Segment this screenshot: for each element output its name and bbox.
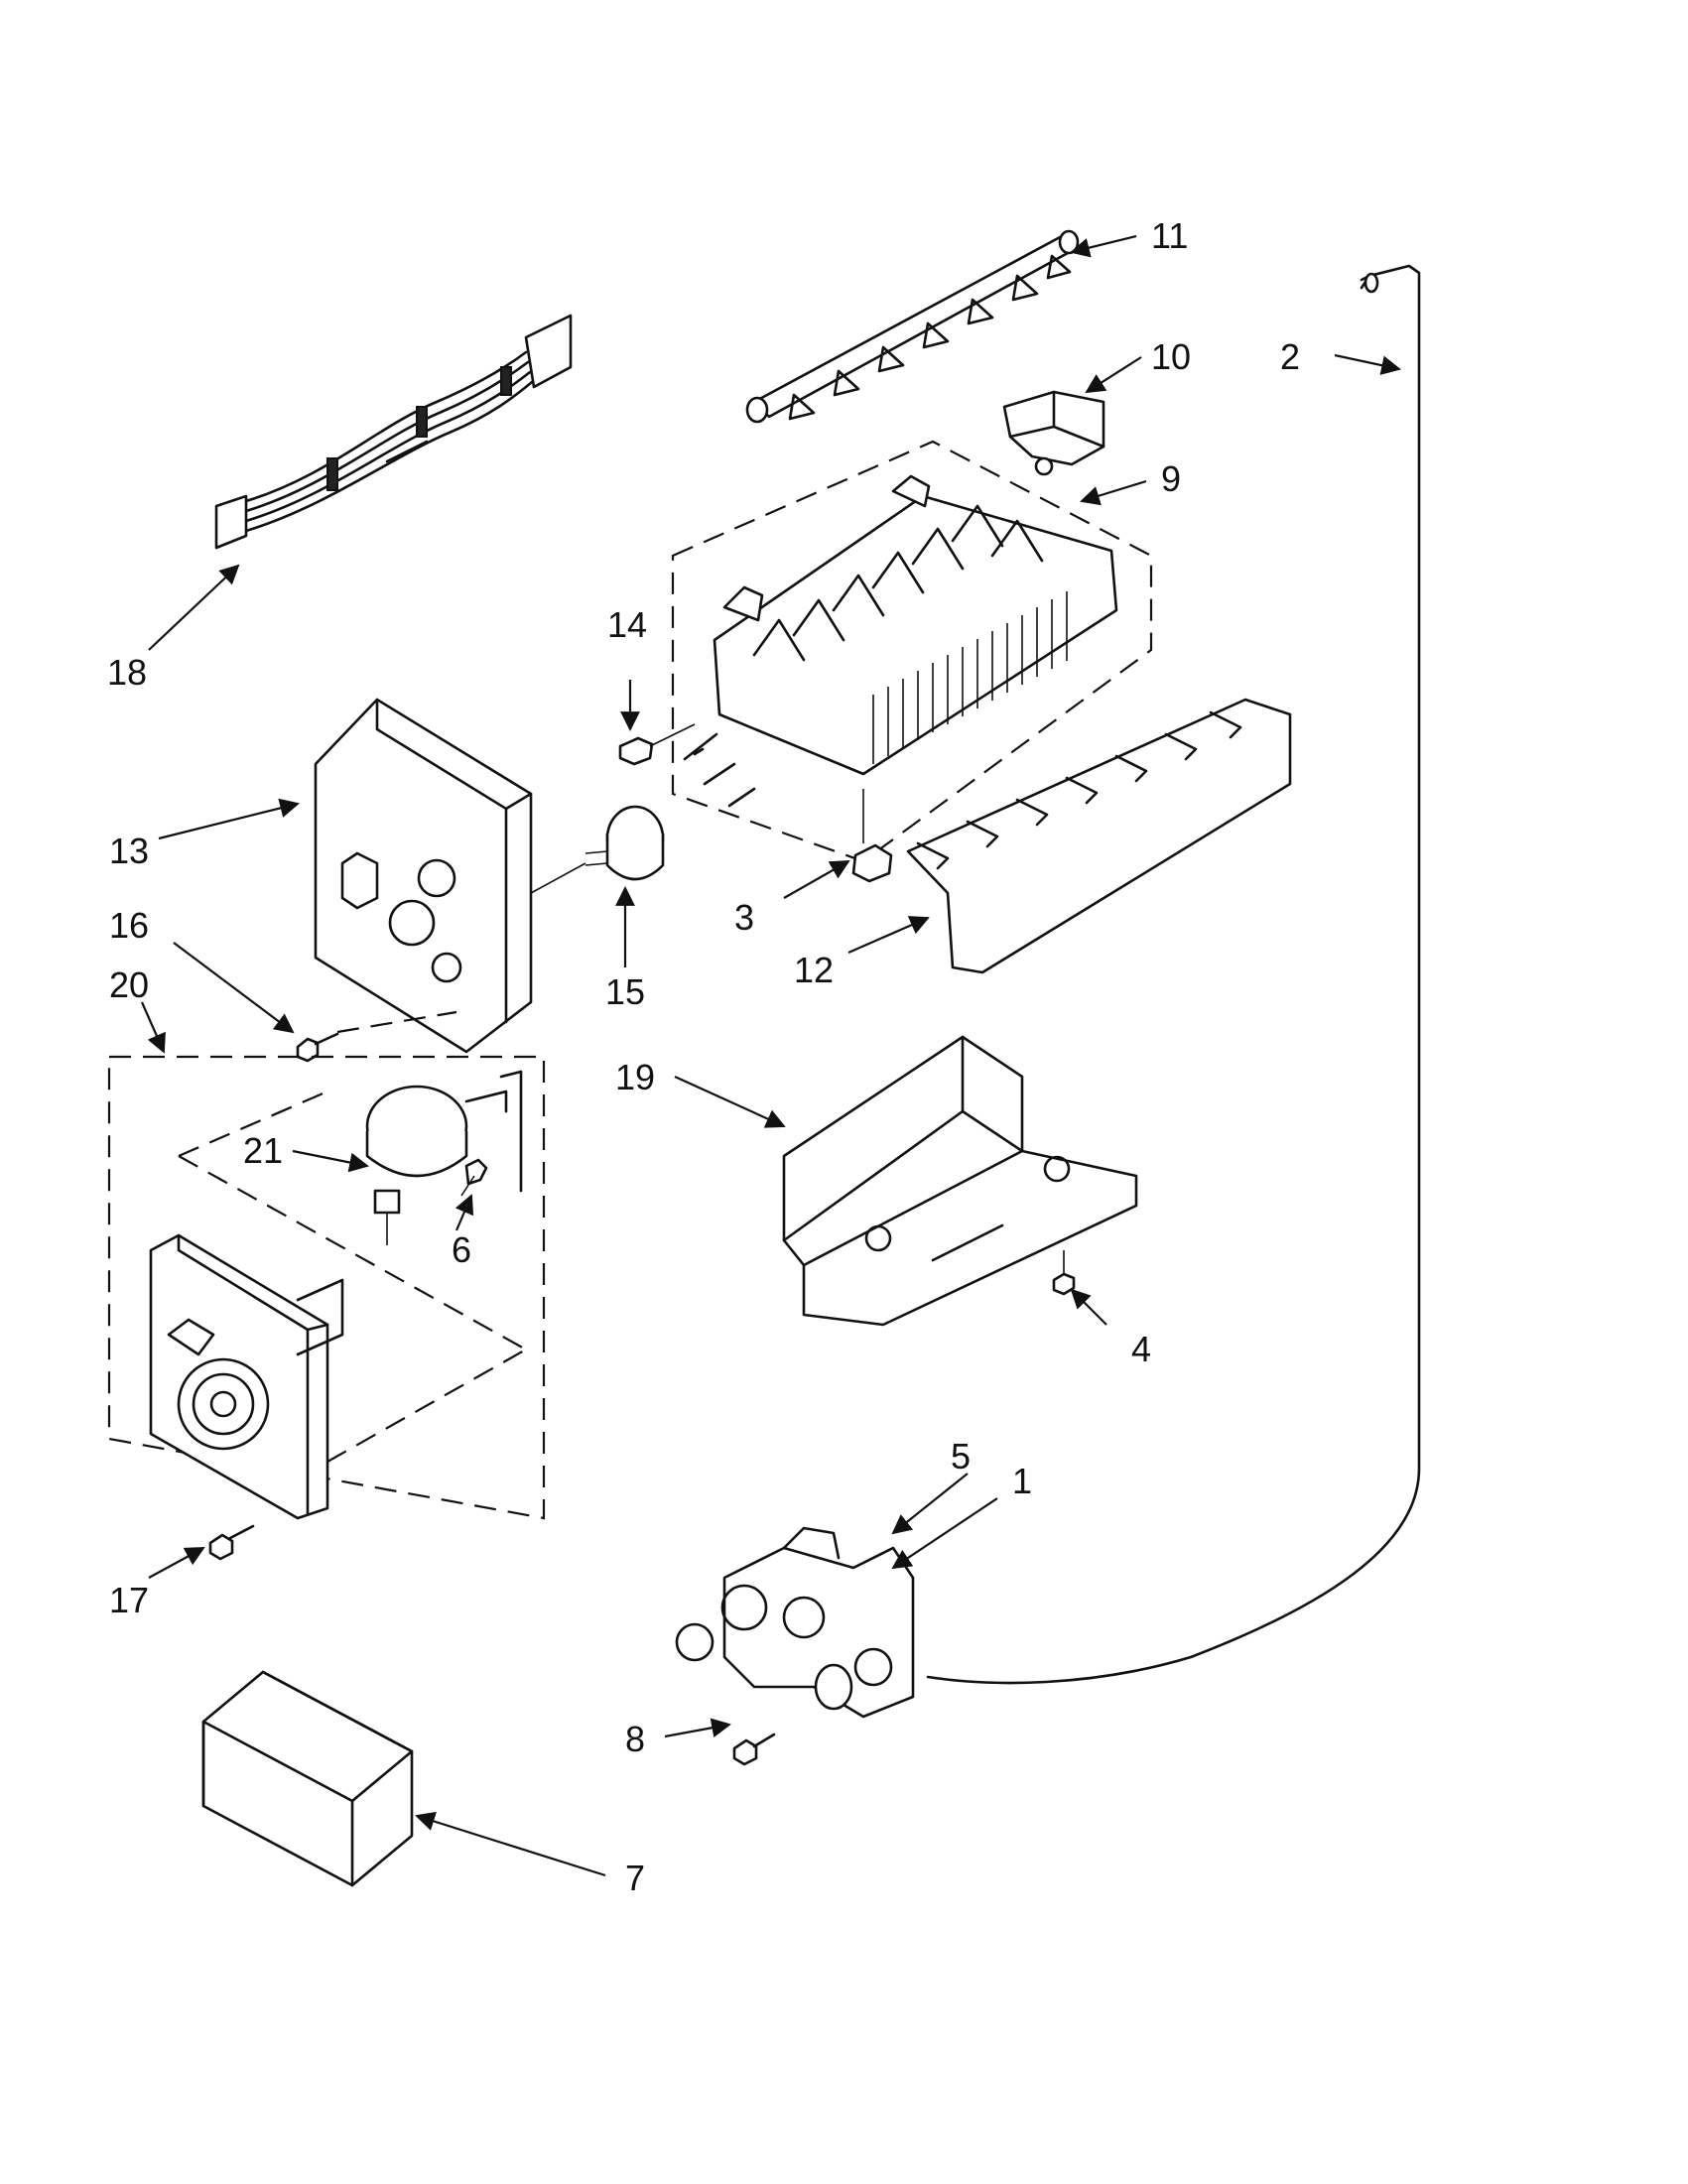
callout-13: 13 [109, 831, 149, 871]
callout-9: 9 [1161, 458, 1181, 499]
part-3-clip [851, 789, 893, 883]
callout-21: 21 [243, 1130, 283, 1171]
part-4-screw [1052, 1250, 1076, 1296]
part-7-cover [201, 1670, 414, 1887]
part-2-fill-tube [926, 264, 1421, 1685]
part-1-water-valve [675, 1526, 915, 1719]
part-18-wire-harness [214, 314, 573, 550]
callout-3: 3 [734, 897, 754, 938]
callout-12: 12 [794, 950, 834, 990]
part-8-screw [732, 1733, 776, 1766]
callout-8: 8 [625, 1719, 645, 1759]
part-20-motor-group [107, 1055, 546, 1520]
part-6-screw [460, 1158, 488, 1197]
part-19-bin [782, 1035, 1138, 1327]
callout-2: 2 [1280, 336, 1300, 377]
callout-labels: 11 2 10 9 14 13 18 15 3 12 16 20 19 21 6… [107, 215, 1300, 1898]
callout-18: 18 [107, 652, 147, 693]
part-15-thermostat [584, 805, 665, 881]
callout-15: 15 [605, 971, 645, 1012]
leader-lines [140, 234, 1401, 1877]
callout-6: 6 [452, 1229, 471, 1270]
callout-19: 19 [615, 1057, 655, 1097]
callout-20: 20 [109, 964, 149, 1005]
callout-17: 17 [109, 1580, 149, 1620]
part-9-ice-mold [671, 440, 1153, 863]
callout-11: 11 [1151, 215, 1188, 256]
callout-1: 1 [1012, 1461, 1032, 1501]
callout-14: 14 [607, 604, 647, 645]
part-10-fill-cup [1002, 390, 1105, 476]
part-14-clip [618, 723, 696, 766]
part-21-motor [365, 1070, 523, 1245]
part-17-screw [208, 1524, 255, 1561]
callout-5: 5 [951, 1436, 971, 1477]
callout-4: 4 [1131, 1329, 1151, 1369]
part-13-housing [314, 698, 586, 1054]
callout-7: 7 [625, 1858, 645, 1898]
part-12-stripper [906, 698, 1292, 974]
callout-10: 10 [1151, 336, 1191, 377]
part-16-screw [296, 1010, 457, 1063]
callout-16: 16 [109, 905, 149, 946]
part-11-ejector [745, 229, 1080, 424]
